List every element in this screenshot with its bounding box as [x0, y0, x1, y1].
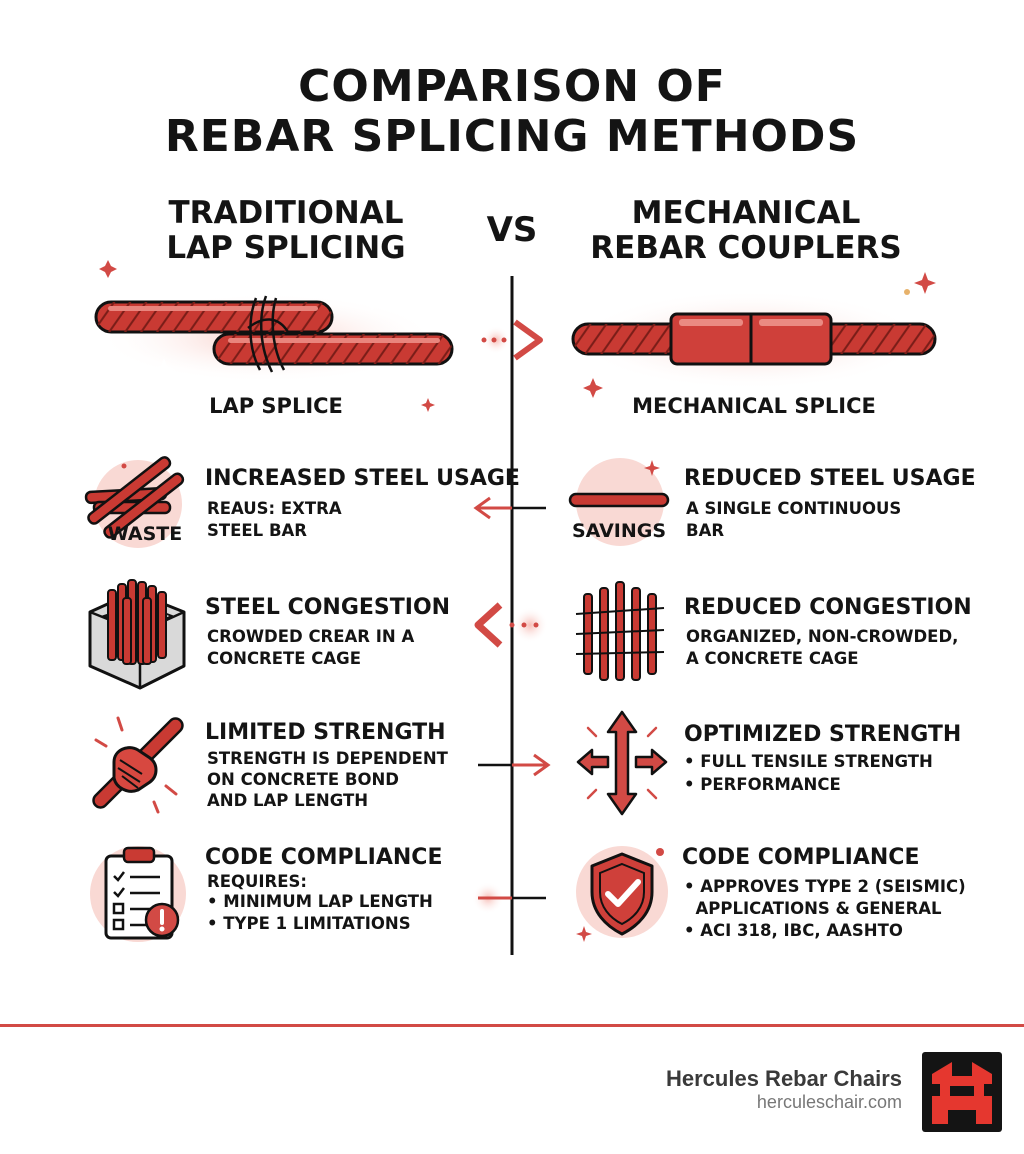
hercules-logo-icon	[922, 1052, 1002, 1132]
left-row-4-title: CODE COMPLIANCE	[205, 845, 443, 870]
strength-arrows-icon	[576, 710, 668, 816]
sparkle-icon	[583, 272, 936, 398]
lap-splice-illustration	[94, 260, 454, 412]
brand-url[interactable]: herculeschair.com	[756, 1092, 902, 1112]
left-heading-line-2: LAP SPLICING	[166, 230, 406, 266]
right-row-4-line-1: • APPROVES TYPE 2 (SEISMIC)	[684, 877, 966, 896]
left-row-2-line-1: CROWDED CREAR IN A	[207, 627, 415, 646]
shield-check-icon	[576, 846, 668, 942]
left-row-4-line-2: • MINIMUM LAP LENGTH	[207, 892, 433, 911]
right-row-4-title: CODE COMPLIANCE	[682, 845, 920, 870]
hand-grip-bar-icon	[92, 716, 184, 814]
steel-usage-connector-arrow-icon	[473, 496, 546, 520]
right-heading-line-2: REBAR COUPLERS	[590, 230, 902, 266]
vs-label: VS	[486, 210, 538, 250]
right-row-3-line-1: • FULL TENSILE STRENGTH	[684, 752, 933, 771]
congested-cage-icon	[88, 579, 186, 690]
organized-cage-icon	[575, 581, 665, 681]
mechanical-splice-illustration	[571, 272, 937, 398]
right-row-2-line-1: ORGANIZED, NON-CROWDED,	[686, 627, 959, 646]
right-row-4-line-2: APPLICATIONS & GENERAL	[684, 899, 942, 918]
right-row-2-title: REDUCED CONGESTION	[684, 595, 972, 620]
congestion-connector-arrow-icon	[474, 602, 548, 648]
left-row-3-line-2: ON CONCRETE BOND	[207, 770, 399, 789]
left-row-2-title: STEEL CONGESTION	[205, 595, 451, 620]
right-row-2-line-2: A CONCRETE CAGE	[686, 649, 859, 668]
coupler-sleeve-icon	[669, 312, 833, 366]
page-title-line-2: REBAR SPLICING METHODS	[164, 111, 860, 162]
right-row-4-line-3: • ACI 318, IBC, AASHTO	[684, 921, 903, 940]
page-title-line-1: COMPARISON OF	[298, 61, 726, 112]
left-row-1-line-1: REAUS: EXTRA	[207, 499, 342, 518]
left-row-3-line-1: STRENGTH IS DEPENDENT	[207, 749, 448, 768]
sparkle-white-icon	[153, 288, 384, 380]
left-row-3-title: LIMITED STRENGTH	[205, 720, 446, 745]
right-row-1-line-1: A SINGLE CONTINUOUS	[686, 499, 902, 518]
waste-bars-icon	[84, 456, 185, 548]
right-heading-line-1: MECHANICAL	[631, 195, 861, 231]
compliance-connector-line	[472, 882, 546, 914]
right-row-1-title: REDUCED STEEL USAGE	[684, 466, 976, 491]
left-row-4-line-1: REQUIRES:	[207, 872, 307, 891]
savings-caption: SAVINGS	[571, 520, 667, 542]
tie-wire-icon	[247, 295, 290, 373]
strength-connector-arrow-icon	[478, 753, 551, 777]
left-row-4-line-3: • TYPE 1 LIMITATIONS	[207, 914, 411, 933]
single-bar-icon	[568, 458, 670, 546]
lap-splice-label: LAP SPLICE	[209, 394, 343, 418]
footer-divider	[0, 1024, 1024, 1027]
left-row-1-line-2: STEEL BAR	[207, 521, 307, 540]
left-row-2-line-2: CONCRETE CAGE	[207, 649, 361, 668]
waste-caption: WASTE	[107, 523, 183, 545]
left-row-1-title: INCREASED STEEL USAGE	[205, 466, 520, 491]
right-row-3-title: OPTIMIZED STRENGTH	[684, 722, 962, 747]
sparkle-icon	[99, 260, 435, 412]
splice-direction-arrow-icon	[481, 319, 543, 361]
clipboard-warning-icon	[90, 846, 186, 942]
left-row-3-line-3: AND LAP LENGTH	[207, 791, 369, 810]
mechanical-splice-label: MECHANICAL SPLICE	[632, 394, 876, 418]
brand-name: Hercules Rebar Chairs	[666, 1066, 902, 1091]
right-row-3-line-2: • PERFORMANCE	[684, 775, 841, 794]
right-row-1-line-2: BAR	[686, 521, 725, 540]
left-heading-line-1: TRADITIONAL	[168, 195, 404, 231]
upper-rebar-icon	[94, 300, 334, 334]
